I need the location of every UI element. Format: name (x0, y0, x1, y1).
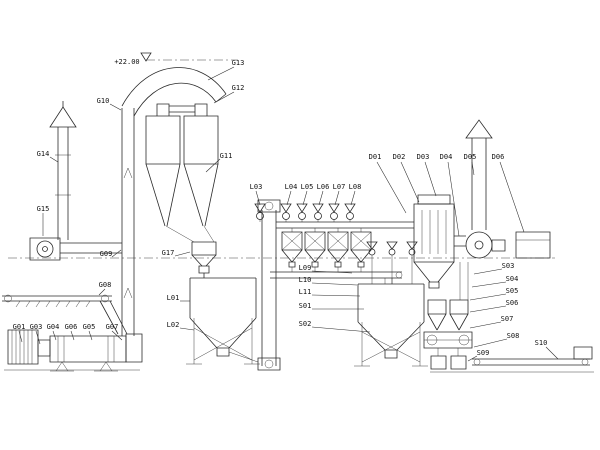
label-d04: D04 (440, 153, 453, 161)
elevation-label: +22.00 (114, 58, 139, 66)
label-g03: G03 (30, 323, 43, 331)
label-g07: G07 (106, 323, 119, 331)
discharge-tank (165, 225, 217, 278)
label-d02: D02 (393, 153, 406, 161)
bucket-elevator (228, 199, 281, 371)
label-l04: L04 (285, 183, 298, 191)
label-l01: L01 (167, 294, 180, 302)
label-s04: S04 (506, 275, 519, 283)
label-d05: D05 (464, 153, 477, 161)
overhead-duct (276, 221, 414, 232)
label-g15: G15 (37, 205, 50, 213)
label-s06: S06 (506, 299, 519, 307)
label-s02: S02 (299, 320, 312, 328)
reference-lines (4, 52, 594, 373)
id-fan (29, 237, 122, 261)
mixer-packing (423, 299, 473, 370)
leader-lines (18, 66, 559, 362)
label-l07: L07 (333, 183, 346, 191)
label-g09: G09 (100, 250, 113, 258)
label-l08: L08 (349, 183, 362, 191)
label-g04: G04 (47, 323, 60, 331)
label-g01: G01 (13, 323, 26, 331)
hopper-1 (186, 277, 260, 365)
dust-collector (413, 194, 466, 289)
label-l03: L03 (250, 183, 263, 191)
up-arrow-icon (123, 167, 133, 179)
label-s09: S09 (477, 349, 490, 357)
label-l05: L05 (301, 183, 314, 191)
control-cabinet (515, 231, 551, 259)
label-s05: S05 (506, 287, 519, 295)
label-d06: D06 (492, 153, 505, 161)
product-conveyor (472, 346, 593, 366)
label-g08: G08 (99, 281, 112, 289)
label-d03: D03 (417, 153, 430, 161)
label-s03: S03 (502, 262, 515, 270)
hopper-2 (354, 241, 428, 367)
label-g10: G10 (97, 97, 110, 105)
label-g13: G13 (232, 59, 245, 67)
label-s08: S08 (507, 332, 520, 340)
furnace-drum-train (7, 329, 143, 372)
exhaust-stack-fan (459, 119, 506, 300)
label-g05: G05 (83, 323, 96, 331)
label-l11: L11 (299, 288, 312, 296)
label-l09: L09 (299, 264, 312, 272)
label-s01: S01 (299, 302, 312, 310)
label-d01: D01 (369, 153, 382, 161)
label-s07: S07 (501, 315, 514, 323)
label-s10: S10 (535, 339, 548, 347)
chimney-stack (49, 101, 77, 240)
label-l02: L02 (167, 321, 180, 329)
top-curved-pipe (121, 67, 227, 117)
cyclone-group (145, 103, 219, 227)
label-l10: L10 (299, 276, 312, 284)
label-g17: G17 (162, 249, 175, 257)
label-l06: L06 (317, 183, 330, 191)
label-g06: G06 (65, 323, 78, 331)
feeder-row (254, 203, 356, 222)
weigh-bins (270, 231, 403, 284)
riser-duct (121, 108, 135, 336)
labels-layer: +22.00 G13 G12 G10 G14 G11 G15 G09 G17 G… (13, 58, 548, 357)
elevation-triangle-icon (140, 52, 152, 62)
feed-conveyor (2, 294, 128, 335)
label-g14: G14 (37, 150, 50, 158)
label-g12: G12 (232, 84, 245, 92)
up-arrow-icon (123, 287, 133, 299)
label-g11: G11 (220, 152, 233, 160)
